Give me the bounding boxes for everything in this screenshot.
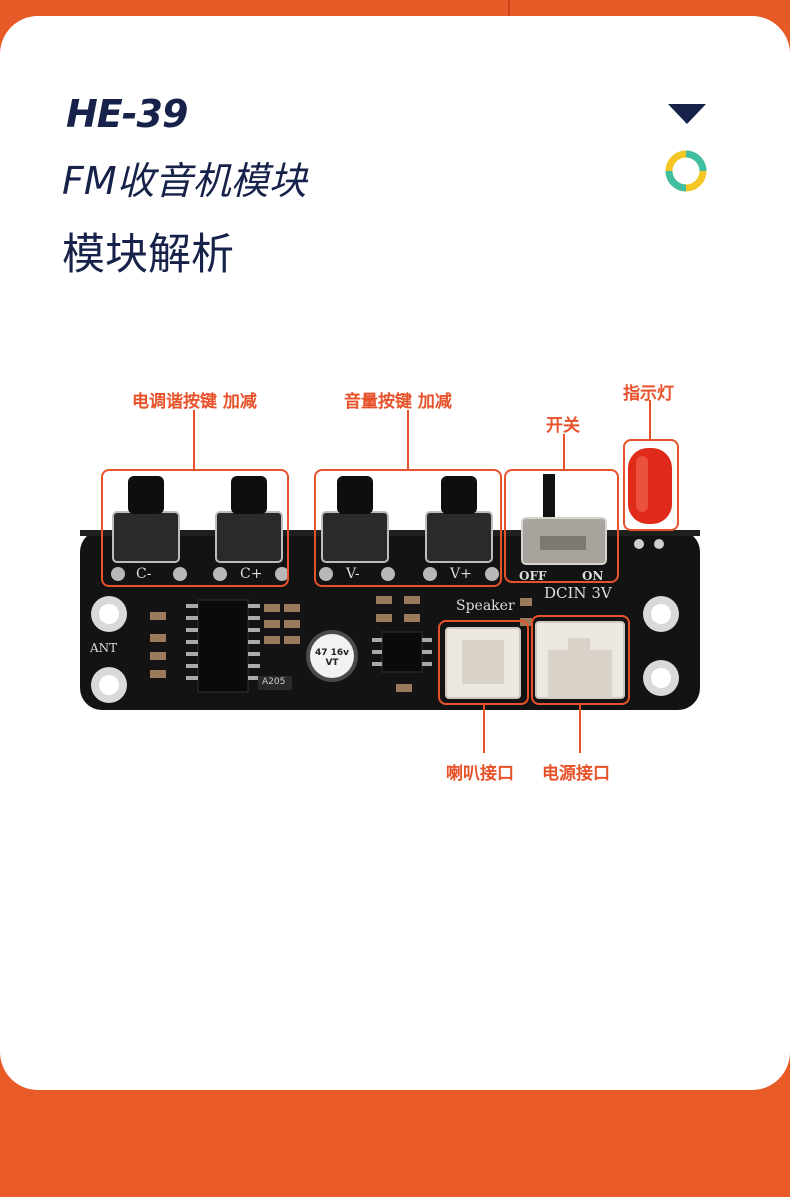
top-seam xyxy=(508,0,510,16)
led-indicator xyxy=(628,448,672,549)
ring-icon xyxy=(665,150,707,192)
line-volume xyxy=(407,410,409,469)
line-speaker xyxy=(483,705,485,753)
frame-tune-buttons xyxy=(101,469,289,587)
power-connector xyxy=(535,621,625,699)
label-resistor: A205 xyxy=(262,677,286,687)
button-v-minus xyxy=(319,476,395,581)
product-subtitle: FM收音机模块 xyxy=(62,159,307,203)
frame-power-port xyxy=(531,615,630,705)
label-c-minus: C- xyxy=(136,566,152,582)
line-tune xyxy=(193,410,195,469)
section-title: 模块解析 xyxy=(62,230,234,280)
mounting-holes xyxy=(91,596,679,703)
ic-chip xyxy=(186,599,260,693)
model-title: HE-39 xyxy=(66,92,188,136)
callout-power-port: 电源接口 xyxy=(542,764,610,784)
line-power xyxy=(579,705,581,753)
smd-components xyxy=(150,596,532,692)
button-c-plus xyxy=(213,476,289,581)
label-capacitor: 47 16v VT xyxy=(314,648,350,668)
frame-speaker-port xyxy=(438,620,529,705)
frame-switch xyxy=(504,469,619,583)
label-c-plus: C+ xyxy=(240,566,263,582)
label-v-minus: V- xyxy=(346,566,360,582)
line-indicator xyxy=(649,400,651,439)
capacitor xyxy=(306,630,358,682)
label-dcin: DCIN 3V xyxy=(544,584,612,602)
line-switch xyxy=(563,434,565,469)
callout-tune-buttons: 电调谐按键 加减 xyxy=(132,392,257,412)
callout-volume-buttons: 音量按键 加减 xyxy=(344,392,452,412)
frame-indicator xyxy=(623,439,679,531)
callout-indicator: 指示灯 xyxy=(623,384,674,404)
button-v-plus xyxy=(423,476,499,581)
amp-chip xyxy=(372,631,432,673)
label-ant: ANT xyxy=(90,641,118,655)
bottom-background xyxy=(0,1090,790,1197)
speaker-connector xyxy=(445,627,521,699)
label-off: OFF xyxy=(519,569,547,583)
frame-volume-buttons xyxy=(314,469,502,587)
triangle-down-icon[interactable] xyxy=(668,104,706,124)
label-on: ON xyxy=(582,569,604,583)
callout-speaker-port: 喇叭接口 xyxy=(446,764,514,784)
slide-switch xyxy=(521,474,607,565)
button-c-minus xyxy=(111,476,187,581)
label-speaker: Speaker xyxy=(456,598,515,614)
callout-switch: 开关 xyxy=(546,416,580,436)
label-v-plus: V+ xyxy=(450,566,472,582)
